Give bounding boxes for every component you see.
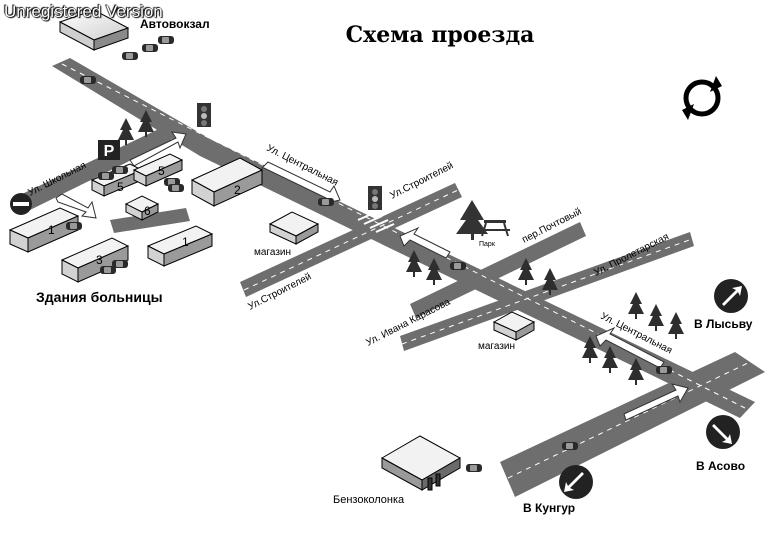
label-hospital: Здания больницы — [36, 289, 163, 305]
road-shkolnaya — [22, 126, 172, 210]
road-pochtovy — [410, 222, 586, 318]
road-small — [110, 208, 190, 233]
label-park: Парк — [479, 241, 496, 248]
building-number: 6 — [144, 204, 151, 218]
arrow-left-icon — [595, 326, 665, 369]
arrow-down-icon — [55, 193, 97, 219]
tree-icon — [648, 304, 664, 331]
building-number: 1 — [48, 223, 55, 237]
road-stroiteley — [240, 183, 462, 297]
roads — [22, 58, 765, 497]
building-number: 5 — [117, 180, 124, 194]
tree-icon — [628, 292, 644, 319]
direction-arrow-icon — [706, 415, 740, 449]
direction-arrow-icon — [559, 465, 593, 499]
arrow-turn-icon — [129, 131, 187, 167]
arrow-left-icon — [260, 161, 341, 205]
building-numbers: 1 3 1 2 5 5 6 — [48, 164, 241, 267]
no-entry-icon — [10, 193, 32, 215]
road-kungur — [500, 352, 765, 497]
shop-buildings — [268, 211, 536, 341]
svg-text:P: P — [104, 143, 115, 160]
direction-lysva: В Лысьву — [694, 317, 753, 331]
road-arrows — [55, 131, 689, 421]
label-shop: магазин — [478, 341, 515, 352]
tree-icon — [668, 312, 684, 339]
gas-station-building — [380, 435, 462, 491]
arrow-right-icon — [623, 383, 689, 421]
tree-icon — [118, 118, 134, 145]
direction-asovo: В Асово — [696, 459, 745, 473]
direction-kungur: В Кунгур — [523, 501, 575, 515]
arrow-left-icon — [399, 226, 451, 259]
label-gas-station: Бензоколонка — [333, 494, 405, 506]
watermark: Unregistered Version — [4, 2, 163, 21]
traffic-light-icon — [197, 103, 211, 127]
building-number: 5 — [158, 164, 165, 178]
crosswalk — [357, 211, 395, 233]
building-number: 2 — [234, 183, 241, 197]
compass-icon — [682, 76, 722, 120]
label-bus-station: Автовокзал — [140, 17, 210, 31]
building-number: 3 — [96, 253, 103, 267]
park-icon — [456, 200, 510, 240]
traffic-light-icon — [368, 186, 382, 210]
direction-arrow-icon — [714, 279, 748, 313]
building-number: 1 — [182, 235, 189, 249]
label-shop: магазин — [254, 247, 291, 258]
parking-icon: P — [98, 140, 120, 160]
map-title: Схема проезда — [346, 22, 535, 48]
bus-station-building — [58, 9, 130, 51]
hospital-buildings — [8, 153, 264, 283]
